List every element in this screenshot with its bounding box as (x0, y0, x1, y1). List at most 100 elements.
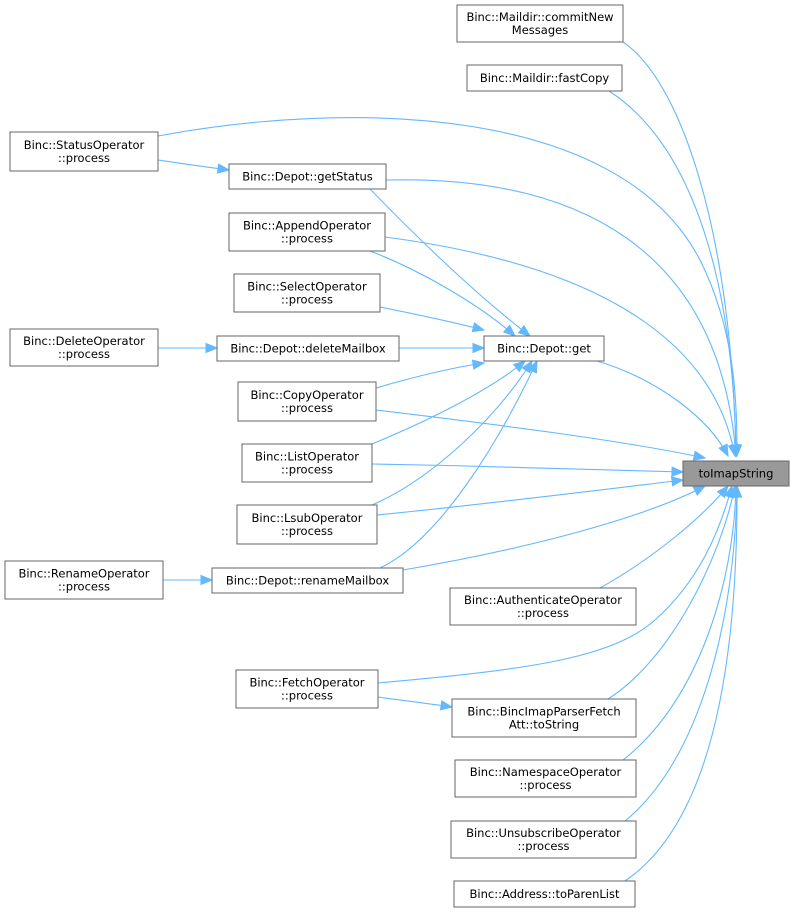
node-unsubscribeop[interactable]: Binc::UnsubscribeOperator::process (450, 820, 637, 859)
node-box (682, 460, 790, 487)
edge-line (379, 306, 485, 331)
edge-line (375, 409, 706, 459)
node-label-line: Att::toString (509, 718, 579, 732)
edge-line (369, 250, 516, 337)
node-label-line: Binc::Depot::renameMailbox (226, 574, 389, 588)
node-box (236, 504, 378, 545)
edge-appendop-to-depot_get (369, 250, 516, 337)
node-box (9, 131, 159, 172)
node-depot-getstatus[interactable]: Binc::Depot::getStatus (228, 163, 387, 190)
node-label-line: Binc::Address::toParenList (470, 887, 620, 901)
node-maildir-fastcopy[interactable]: Binc::Maildir::fastCopy (466, 64, 623, 92)
node-statusop[interactable]: Binc::StatusOperator::process (9, 131, 159, 172)
edge-line (369, 188, 531, 337)
arrow-head-icon (439, 700, 454, 711)
node-label-line: Binc::Maildir::commitNew (466, 10, 613, 24)
node-box (241, 443, 373, 483)
node-deleteop[interactable]: Binc::DeleteOperator::process (9, 328, 159, 367)
edge-deleteop-to-depot_deletemailbox (158, 342, 219, 354)
edge-depot_renamemailbox-to-tostring (402, 485, 707, 571)
node-depot-deletemailbox[interactable]: Binc::Depot::deleteMailbox (216, 335, 400, 362)
node-box (211, 567, 404, 594)
node-label-line: Binc::UnsubscribeOperator (466, 826, 621, 840)
edge-line (371, 360, 533, 506)
edge-address-to-tostring (624, 484, 743, 882)
node-authop[interactable]: Binc::AuthenticateOperator::process (449, 587, 637, 626)
graph-edges (157, 41, 743, 882)
node-label-line: Messages (512, 23, 568, 37)
arrow-head-icon (502, 324, 516, 337)
edge-copyop-to-tostring (375, 409, 707, 461)
node-label-line: Binc::Maildir::fastCopy (480, 71, 610, 85)
node-box (4, 560, 164, 600)
node-address[interactable]: Binc::Address::toParenList (453, 880, 636, 908)
node-box (449, 587, 637, 626)
edge-appendop-to-tostring (384, 236, 739, 458)
arrow-head-icon (472, 342, 486, 354)
node-tostring[interactable]: toImapString (682, 460, 790, 487)
node-depot-renamemailbox[interactable]: Binc::Depot::renameMailbox (211, 567, 404, 594)
node-label-line: ::process (281, 524, 333, 538)
graph-nodes: Binc::Maildir::commitNewMessagesBinc::Ma… (4, 4, 790, 908)
node-box (237, 381, 377, 422)
edge-line (607, 485, 736, 700)
node-label-line: ::process (281, 689, 333, 703)
node-fetchop[interactable]: Binc::FetchOperator::process (235, 669, 379, 709)
edge-statusop-to-depot_getstatus (157, 159, 231, 174)
edge-unsubscribeop-to-tostring (624, 484, 743, 822)
node-label-line: Binc::CopyOperator (250, 388, 363, 402)
node-label-line: Binc::AppendOperator (243, 219, 371, 233)
edge-line (375, 362, 485, 389)
arrow-head-icon (727, 443, 739, 458)
node-label-line: ::process (520, 778, 572, 792)
edge-selectop-to-depot_get (379, 306, 486, 333)
node-label-line: ::process (517, 606, 569, 620)
arrow-head-icon (527, 359, 538, 374)
arrow-head-icon (718, 443, 729, 458)
node-depot-get[interactable]: Binc::Depot::get (483, 335, 605, 362)
edge-line (622, 485, 737, 761)
node-label-line: Binc::SelectOperator (247, 280, 367, 294)
node-box (451, 698, 637, 738)
node-box (9, 328, 159, 367)
node-label-line: Binc::FetchOperator (249, 676, 364, 690)
node-box (454, 759, 637, 798)
node-appendop[interactable]: Binc::AppendOperator::process (228, 212, 386, 252)
node-label-line: Binc::NamespaceOperator (470, 765, 622, 779)
edge-listop-to-tostring (371, 463, 685, 477)
arrow-head-icon (671, 466, 685, 477)
arrow-head-icon (692, 485, 707, 496)
edge-depot_renamemailbox-to-depot_get (379, 359, 538, 569)
edge-depot_deletemailbox-to-depot_get (399, 342, 486, 354)
edge-copyop-to-depot_get (375, 359, 486, 389)
arrow-head-icon (512, 360, 527, 373)
edge-line (377, 485, 733, 684)
node-label-line: Binc::Depot::deleteMailbox (230, 342, 386, 356)
arrow-head-icon (205, 342, 219, 354)
node-label-line: Binc::RenameOperator (18, 567, 149, 581)
node-label-line: Binc::Depot::getStatus (242, 170, 373, 184)
node-label-line: ::process (58, 151, 110, 165)
node-renameop[interactable]: Binc::RenameOperator::process (4, 560, 164, 600)
node-lsubop[interactable]: Binc::LsubOperator::process (236, 504, 378, 545)
node-label-line: Binc::StatusOperator (24, 138, 145, 152)
arrow-head-icon (216, 163, 231, 174)
edge-line (384, 236, 736, 457)
arrow-head-icon (731, 484, 743, 498)
node-label-line: ::process (281, 232, 333, 246)
node-listop[interactable]: Binc::ListOperator::process (241, 443, 373, 483)
node-selectop[interactable]: Binc::SelectOperator::process (233, 273, 381, 313)
arrow-head-icon (716, 484, 729, 499)
edge-depot_getstatus-to-tostring (385, 179, 741, 458)
edge-fetchop-to-tostring (377, 484, 735, 684)
edge-depot_get-to-tostring (596, 360, 729, 458)
edge-line (608, 90, 737, 457)
edge-renameop-to-depot_renamemailbox (163, 574, 214, 586)
edge-fetchop-to-fetchatt (377, 696, 454, 711)
edge-line (402, 485, 706, 571)
node-copyop[interactable]: Binc::CopyOperator::process (237, 381, 377, 422)
node-namespaceop[interactable]: Binc::NamespaceOperator::process (454, 759, 637, 798)
